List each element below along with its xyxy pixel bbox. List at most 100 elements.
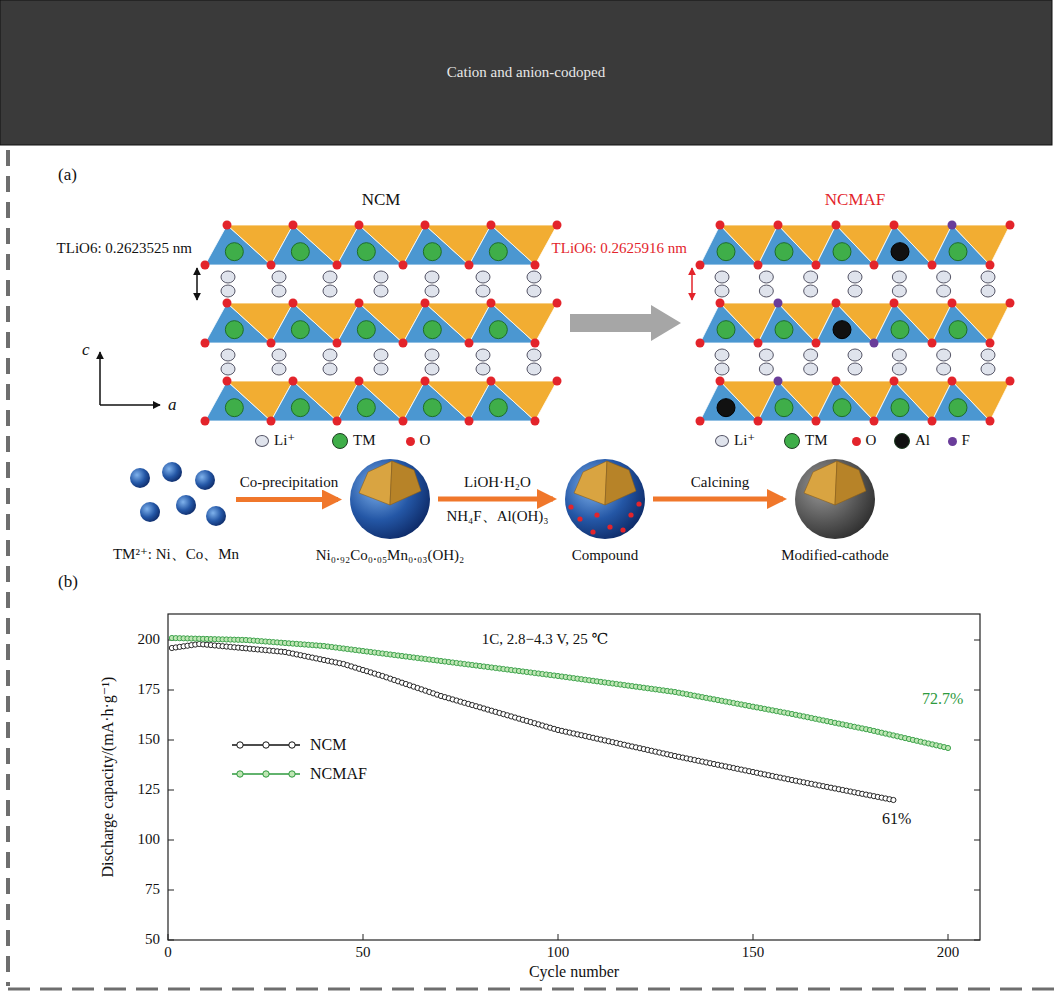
spacing-label: TLiO6: 0.2625916 nm bbox=[552, 240, 687, 257]
li-ion bbox=[374, 363, 388, 375]
li-ion bbox=[374, 285, 388, 297]
tick-mark bbox=[974, 840, 980, 841]
o-atom bbox=[465, 339, 474, 348]
li-ion bbox=[981, 363, 995, 375]
tm-atom bbox=[775, 321, 793, 339]
o-atom bbox=[812, 261, 821, 270]
tick-mark bbox=[974, 740, 980, 741]
li-ion bbox=[425, 349, 439, 361]
tick-mark bbox=[168, 940, 174, 941]
precursor-sphere bbox=[350, 459, 430, 539]
li-ion bbox=[937, 285, 951, 297]
process-arrow bbox=[438, 497, 553, 502]
o-atom bbox=[696, 417, 705, 426]
li-ion bbox=[323, 285, 337, 297]
al-atom bbox=[833, 321, 851, 339]
tick-label: 100 bbox=[138, 831, 161, 848]
li-ion bbox=[892, 285, 906, 297]
legend-text: F bbox=[962, 432, 970, 449]
o-atom bbox=[986, 339, 995, 348]
legend-marker-sample bbox=[263, 742, 269, 748]
o-atom bbox=[487, 377, 496, 386]
axis-letter: c bbox=[82, 340, 90, 360]
tick-mark bbox=[558, 934, 559, 940]
f-atom bbox=[870, 339, 879, 348]
process-arrow bbox=[653, 497, 783, 502]
legend-text: TM bbox=[805, 432, 828, 449]
tick-mark bbox=[168, 790, 174, 791]
o-atom bbox=[553, 299, 562, 308]
o-atom bbox=[870, 417, 879, 426]
tm-atom bbox=[357, 321, 375, 339]
al-atom bbox=[891, 243, 909, 261]
tm-atom bbox=[949, 321, 967, 339]
tick-mark bbox=[168, 690, 174, 691]
legend-text: Al bbox=[915, 432, 930, 449]
f-atom bbox=[774, 299, 783, 308]
legend-text: NCMAF bbox=[310, 765, 367, 783]
tm-atom bbox=[225, 399, 243, 417]
figure-title: Cation and anion-codoped bbox=[0, 0, 1052, 145]
o-atom bbox=[333, 417, 342, 426]
process-stage: TM²⁺: Ni、Co、Mn bbox=[120, 462, 232, 538]
o-atom bbox=[399, 261, 408, 270]
tm-atom bbox=[717, 243, 735, 261]
li-ion bbox=[323, 349, 337, 361]
li-ion bbox=[476, 271, 490, 283]
li-ion bbox=[715, 363, 729, 375]
node-title: Ni₀.₉₂Co₀.₀₅Mn₀.₀₃(OH)₂ bbox=[316, 547, 465, 564]
li-ion bbox=[981, 271, 995, 283]
legend-swatch bbox=[894, 433, 910, 449]
o-atom bbox=[267, 261, 276, 270]
li-ion bbox=[804, 271, 818, 283]
tick-label: 125 bbox=[138, 781, 161, 798]
o-atom bbox=[928, 261, 937, 270]
li-ion bbox=[272, 271, 286, 283]
tm-atom bbox=[891, 399, 909, 417]
o-atom bbox=[487, 299, 496, 308]
tm-atom bbox=[949, 243, 967, 261]
o-atom bbox=[201, 261, 210, 270]
li-ion bbox=[715, 285, 729, 297]
o-atom bbox=[421, 299, 430, 308]
o-atom bbox=[774, 221, 783, 230]
li-ion bbox=[527, 349, 541, 361]
o-atom bbox=[531, 261, 540, 270]
o-atom bbox=[201, 339, 210, 348]
o-atom bbox=[696, 261, 705, 270]
tm-atom bbox=[423, 399, 441, 417]
tm-atom bbox=[949, 399, 967, 417]
legend-marker-sample bbox=[289, 771, 295, 777]
o-atom bbox=[465, 261, 474, 270]
tm-atom bbox=[423, 321, 441, 339]
o-atom bbox=[716, 299, 725, 308]
li-ion bbox=[476, 363, 490, 375]
process-stage: Compound bbox=[561, 455, 649, 543]
li-ion bbox=[221, 271, 235, 283]
o-atom bbox=[812, 417, 821, 426]
o-atom bbox=[223, 221, 232, 230]
li-ion bbox=[374, 349, 388, 361]
tick-mark bbox=[168, 934, 169, 940]
tm-atom bbox=[225, 321, 243, 339]
li-ion bbox=[937, 271, 951, 283]
edge-label: Co-precipitation bbox=[240, 474, 338, 491]
tm-atom bbox=[291, 399, 309, 417]
tm-atom bbox=[833, 399, 851, 417]
li-ion bbox=[374, 271, 388, 283]
process-arrow bbox=[236, 497, 338, 502]
tick-mark bbox=[168, 740, 174, 741]
li-ion bbox=[848, 271, 862, 283]
tick-label: 75 bbox=[145, 881, 160, 898]
o-atom bbox=[421, 221, 430, 230]
process-stage: Ni₀.₉₂Co₀.₀₅Mn₀.₀₃(OH)₂ bbox=[346, 455, 434, 543]
compound-sphere bbox=[565, 459, 645, 539]
legend-swatch bbox=[852, 437, 861, 446]
li-ion bbox=[425, 285, 439, 297]
li-ion bbox=[272, 285, 286, 297]
li-ion bbox=[715, 349, 729, 361]
o-atom bbox=[421, 377, 430, 386]
legend-marker-sample bbox=[237, 742, 243, 748]
li-ion bbox=[848, 285, 862, 297]
axis-arrow bbox=[100, 404, 160, 406]
